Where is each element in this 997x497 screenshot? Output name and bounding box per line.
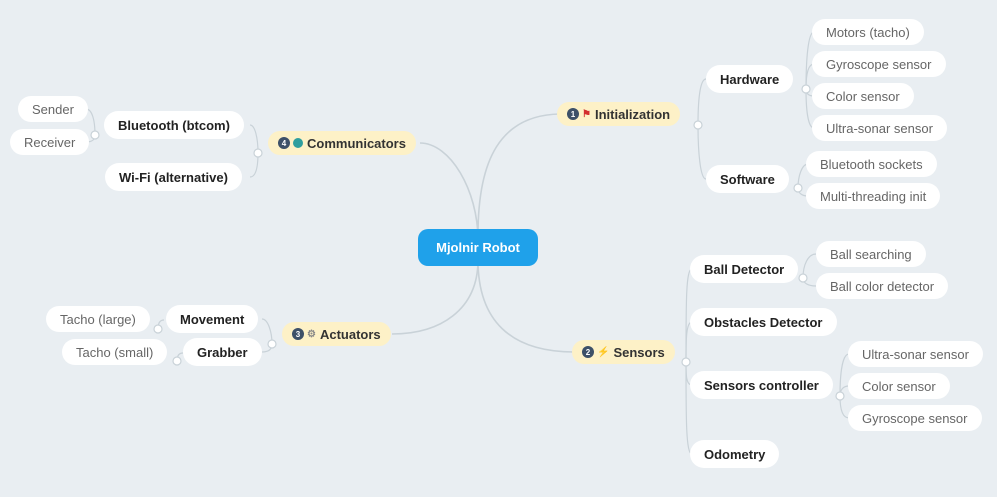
topic-wifi[interactable]: Wi-Fi (alternative) <box>105 163 242 191</box>
branch-label: Initialization <box>594 106 671 122</box>
leaf-motors-tacho[interactable]: Motors (tacho) <box>812 19 924 45</box>
globe-icon <box>293 138 303 148</box>
leaf-bluetooth-sockets[interactable]: Bluetooth sockets <box>806 151 937 177</box>
central-topic[interactable]: Mjolnir Robot <box>418 229 538 266</box>
gear-icon: ⚙ <box>307 328 316 340</box>
branch-sensors[interactable]: 2 ⚡ Sensors <box>572 340 675 364</box>
leaf-receiver[interactable]: Receiver <box>10 129 90 155</box>
branch-label: Communicators <box>307 135 406 151</box>
leaf-gyroscope-sensor[interactable]: Gyroscope sensor <box>812 51 946 77</box>
leaf-ultrasonar-sensor[interactable]: Ultra-sonar sensor <box>848 341 983 367</box>
priority-4-icon: 4 <box>278 137 290 149</box>
leaf-tacho-small[interactable]: Tacho (small) <box>62 339 168 365</box>
branch-initialization[interactable]: 1 ⚑ Initialization <box>557 102 681 126</box>
topic-hardware[interactable]: Hardware <box>706 65 794 93</box>
leaf-color-sensor[interactable]: Color sensor <box>812 83 914 109</box>
topic-bluetooth[interactable]: Bluetooth (btcom) <box>104 111 244 139</box>
leaf-sender[interactable]: Sender <box>18 96 88 122</box>
topic-grabber[interactable]: Grabber <box>183 338 262 366</box>
topic-sensors-controller[interactable]: Sensors controller <box>690 371 833 399</box>
leaf-color-sensor[interactable]: Color sensor <box>848 373 950 399</box>
topic-software[interactable]: Software <box>706 165 789 193</box>
topic-odometry[interactable]: Odometry <box>690 440 780 468</box>
topic-ball-detector[interactable]: Ball Detector <box>690 255 799 283</box>
priority-3-icon: 3 <box>292 328 304 340</box>
leaf-tacho-large[interactable]: Tacho (large) <box>46 306 150 332</box>
topic-obstacles-detector[interactable]: Obstacles Detector <box>690 308 837 336</box>
priority-1-icon: 1 <box>567 108 579 120</box>
priority-2-icon: 2 <box>582 346 594 358</box>
flag-icon: ⚑ <box>582 108 591 120</box>
leaf-ultrasonar-sensor[interactable]: Ultra-sonar sensor <box>812 115 947 141</box>
leaf-multithreading-init[interactable]: Multi-threading init <box>806 183 941 209</box>
lightning-icon: ⚡ <box>597 346 610 358</box>
leaf-gyroscope-sensor[interactable]: Gyroscope sensor <box>848 405 982 431</box>
branch-actuators[interactable]: 3 ⚙ Actuators <box>282 322 391 346</box>
leaf-ball-color-detector[interactable]: Ball color detector <box>816 273 949 299</box>
branch-communicators[interactable]: 4 Communicators <box>268 131 416 155</box>
topic-movement[interactable]: Movement <box>166 305 259 333</box>
leaf-ball-searching[interactable]: Ball searching <box>816 241 926 267</box>
branch-label: Actuators <box>319 326 381 342</box>
branch-label: Sensors <box>613 344 665 360</box>
